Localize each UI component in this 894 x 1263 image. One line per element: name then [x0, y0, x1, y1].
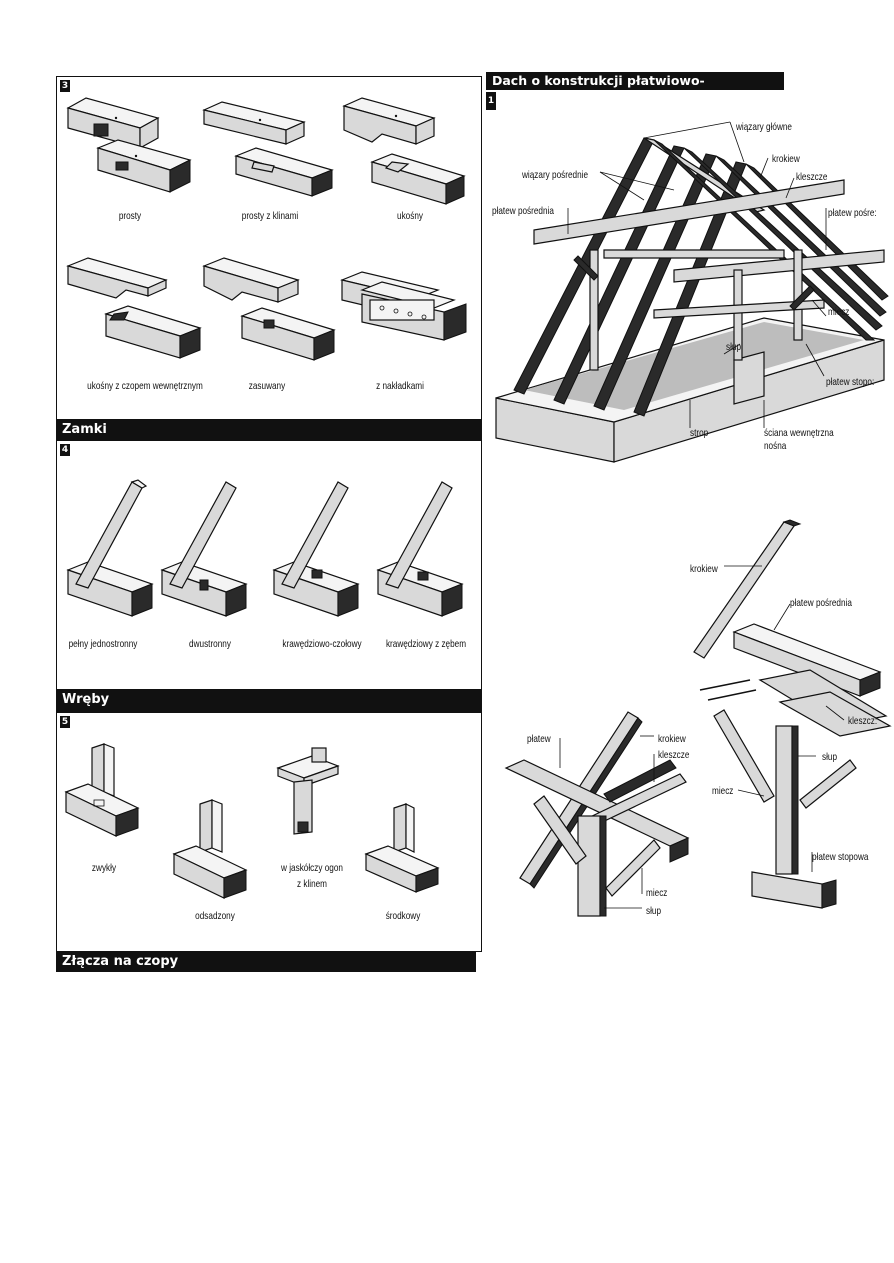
label-miecz-exploded: miecz [712, 785, 734, 797]
roof-section-number: 1 [486, 92, 496, 110]
caption-odsadzony: odsadzony [195, 910, 235, 922]
caption-zasuwany: zasuwany [248, 380, 286, 392]
notch-two-sided-illustration [160, 481, 248, 617]
label-slup-node: słup [646, 905, 662, 917]
caption-z-klinem: z klinem [296, 878, 328, 890]
joint-oblique-inner-tenon-illustration [66, 257, 202, 359]
joint-splice-plates-illustration [340, 271, 467, 341]
label-platew-posrednia-exploded: płatew pośrednia [790, 597, 852, 609]
caption-krawedziowo-czolowy: krawędziowo-czołowy [282, 638, 362, 650]
section-4-footer-title: Wręby [62, 692, 110, 707]
label-krokiew-exploded: krokiew [690, 563, 718, 575]
section-3-number: 3 [60, 80, 70, 92]
caption-prosty: prosty [118, 210, 142, 222]
label-kleszcze-exploded: kleszcz: [848, 715, 878, 727]
notch-edge-tooth-illustration [376, 481, 464, 617]
label-slup-roof: słup [726, 341, 742, 353]
roof-structure-illustration [495, 121, 889, 463]
label-platew-node: płatew [527, 733, 551, 745]
roof-title: Dach o konstrukcji płatwiowo-kleszczowej [492, 73, 705, 106]
joint-oblique-illustration [342, 97, 466, 205]
label-platew-posrednia-left: płatew pośrednia [492, 205, 554, 217]
label-platew-posrednia-right: płatew pośre: [828, 207, 877, 219]
section-5-number: 5 [60, 716, 70, 728]
section-3-footer-bar: Zamki [56, 420, 482, 440]
section-3-footer-title: Zamki [62, 422, 107, 437]
caption-pelny-jednostronny: pełny jednostronny [68, 638, 138, 650]
node-assembly-illustration [504, 711, 690, 917]
label-wiazary-glowne: wiązary główne [736, 121, 793, 133]
caption-ukosny-z-czopem: ukośny z czopem wewnętrznym [87, 380, 203, 392]
label-strop: strop [690, 427, 709, 439]
section-4-footer-bar: Wręby [56, 690, 482, 712]
tenon-dovetail-illustration [276, 747, 340, 835]
caption-ukosny: ukośny [397, 210, 423, 222]
section-5-footer-bar: Złącza na czopy [56, 952, 476, 972]
label-krokiew-roof: krokiew [772, 153, 800, 165]
notch-full-one-sided-illustration [66, 479, 154, 617]
label-wiazary-posrednie: wiązary pośrednie [522, 169, 589, 181]
label-miecz-roof: miecz [828, 306, 850, 318]
caption-zwykly: zwykły [91, 862, 117, 874]
caption-krawedziowy-z-zebem: krawędziowy z zębem [385, 638, 467, 650]
tenon-offset-illustration [172, 799, 248, 899]
label-slup-exploded: słup [822, 751, 838, 763]
joint-straight-illustration [66, 97, 192, 193]
label-krokiew-node: krokiew [658, 733, 686, 745]
label-nosna: nośna [764, 440, 787, 452]
caption-dwustronny: dwustronny [189, 638, 231, 650]
label-platew-stopowa-roof: płatew stopo: [826, 376, 875, 388]
caption-srodkowy: środkowy [385, 910, 421, 922]
exploded-joint-illustration [693, 519, 892, 909]
joint-sliding-illustration [202, 257, 336, 361]
notch-edge-face-illustration [272, 481, 360, 617]
tenon-central-illustration [364, 803, 440, 893]
caption-prosty-z-klinami: prosty z klinami [241, 210, 299, 222]
label-sciana-wewnetrzna: ściana wewnętrzna [764, 427, 834, 439]
label-kleszcze-roof: kleszcze [796, 171, 828, 183]
label-platew-stopowa-exploded: płatew stopowa [812, 851, 869, 863]
roof-title-bar: Dach o konstrukcji płatwiowo-kleszczowej [486, 72, 784, 106]
section-4-number: 4 [60, 444, 70, 456]
section-5-footer-title: Złącza na czopy [62, 954, 179, 969]
caption-w-jaskolczy-ogon: w jaskółczy ogon [281, 862, 343, 874]
caption-z-nakladkami: z nakładkami [376, 380, 424, 392]
label-kleszcze-node: kleszcze [658, 749, 690, 761]
joint-straight-wedges-illustration [202, 101, 334, 197]
tenon-ordinary-illustration [64, 743, 140, 837]
label-miecz-node: miecz [646, 887, 668, 899]
